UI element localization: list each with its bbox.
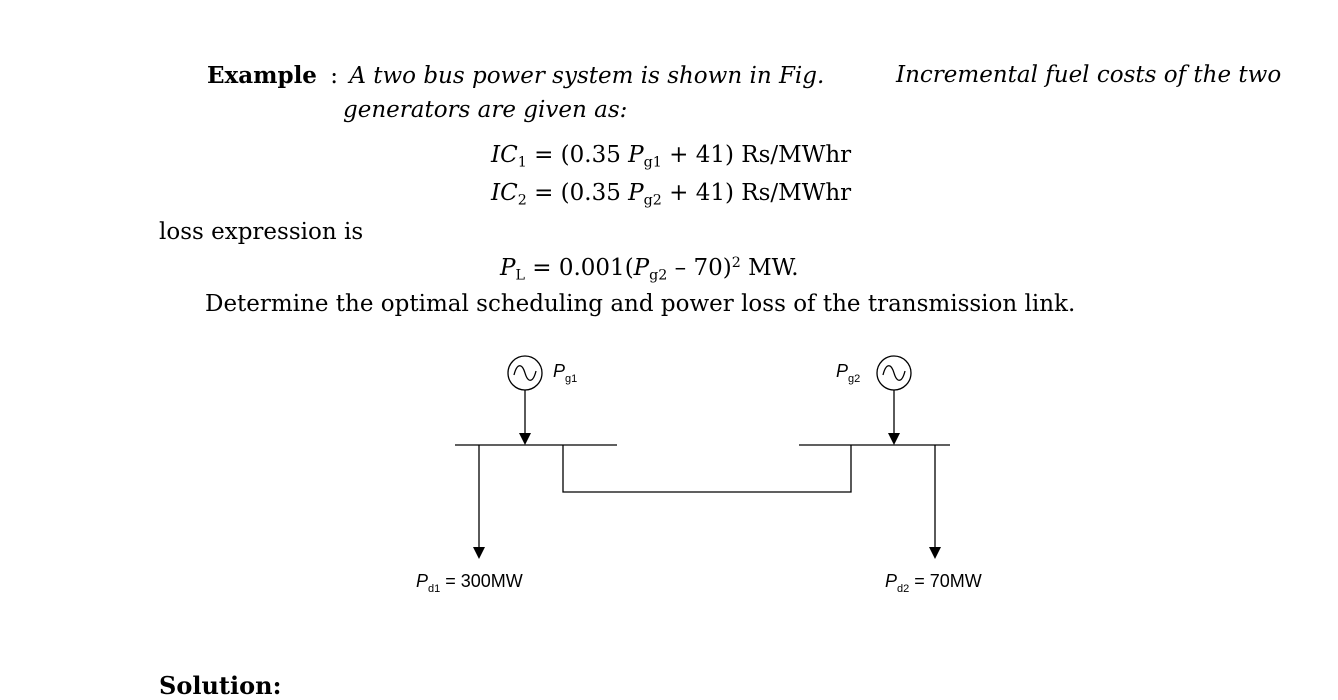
example-text-1a: A two bus power system is shown in Fig. — [349, 63, 825, 89]
pg1-label: Pg1 — [553, 361, 577, 385]
equation-loss: PL = 0.001(Pg2 – 70)2 MW. — [500, 255, 799, 284]
load-2-arrow-icon — [929, 547, 941, 559]
example-text-1b: Incremental fuel costs of the two — [896, 62, 1282, 88]
equation-ic2: IC2 = (0.35 Pg2 + 41) Rs/MWhr — [491, 180, 852, 209]
solution-heading: Solution: — [159, 671, 282, 700]
pg2-label: Pg2 — [836, 361, 860, 385]
task-text: Determine the optimal scheduling and pow… — [205, 291, 1076, 317]
equation-ic1: IC1 = (0.35 Pg1 + 41) Rs/MWhr — [491, 142, 852, 171]
load-1-arrow-icon — [473, 547, 485, 559]
pd2-label: Pd2 = 70MW — [885, 571, 982, 595]
generator-1-sine-icon — [513, 365, 537, 381]
loss-intro: loss expression is — [159, 219, 364, 245]
example-label: Example — [207, 62, 317, 89]
generator-2-arrow-icon — [888, 433, 900, 445]
example-line-1: Example : A two bus power system is show… — [207, 64, 824, 88]
transmission-link — [562, 445, 852, 493]
generator-1-arrow-icon — [519, 433, 531, 445]
example-text-2: generators are given as: — [343, 97, 628, 123]
generator-2-sine-icon — [882, 365, 906, 381]
pd1-label: Pd1 = 300MW — [416, 571, 523, 595]
example-colon: : — [330, 63, 338, 89]
